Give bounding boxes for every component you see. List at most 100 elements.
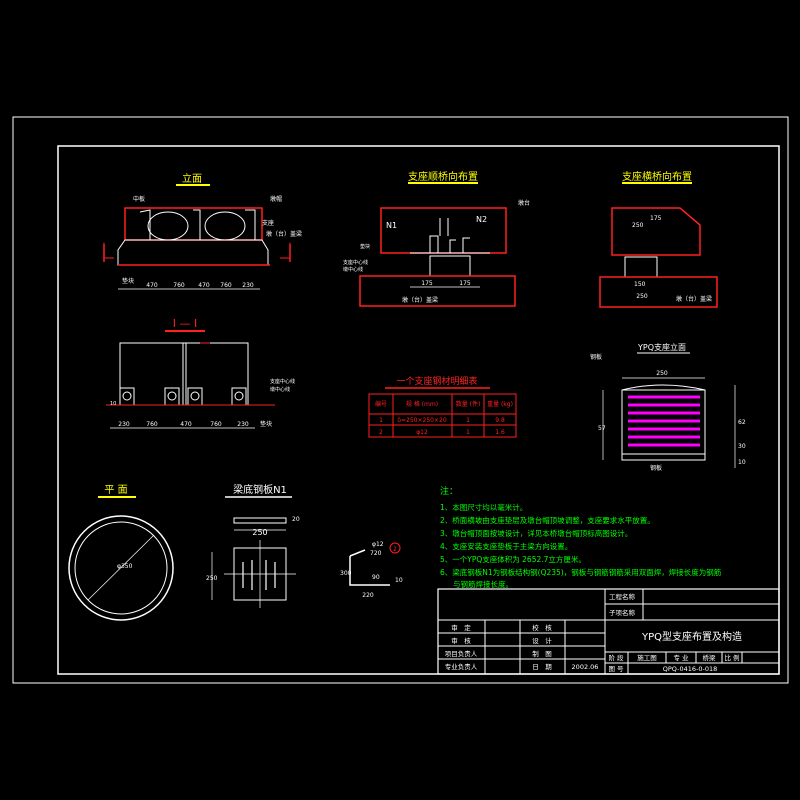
- section-label-b: 墩中心线: [270, 386, 290, 393]
- longitudinal-label-d: 垫块: [360, 243, 370, 250]
- elevation-dim-2: 470: [198, 282, 210, 289]
- section-title: I — I: [173, 317, 197, 330]
- project-label: 工程名称: [609, 592, 636, 601]
- tb-right-header-3: 桥梁: [703, 653, 717, 662]
- drawing-number-label: 图 号: [608, 665, 624, 673]
- section-label-c: 垫块: [260, 420, 272, 428]
- drawing-title: YPQ型支座布置及构造: [641, 630, 742, 643]
- elevation-label-b: 墩帽: [270, 195, 282, 203]
- tb-left-0-1: 校 核: [532, 623, 552, 632]
- table-cell-0-2: 1: [466, 417, 470, 424]
- rebar-title: 梁底钢板N1: [233, 483, 287, 496]
- longitudinal-dim-1: 175: [459, 280, 471, 287]
- table-cell-1-3: 1.6: [495, 429, 505, 436]
- note-7: 与钢筋焊接长度。: [453, 579, 513, 589]
- hook-s: 90: [372, 574, 380, 581]
- ypq-bottom-label: 钢板: [650, 464, 662, 472]
- table-cell-0-3: 9.8: [495, 417, 505, 424]
- n2-label: N2: [476, 215, 487, 224]
- longitudinal-label-c: 墩（台）盖梁: [402, 296, 438, 304]
- inner-frame: [57, 145, 780, 675]
- hook-d: φ12: [372, 541, 384, 548]
- title-block-text: 工程名称 子项名称 YPQ型支座布置及构造 审 定 校 核 审 核 设 计 项目…: [445, 592, 742, 673]
- ypq-right-dim-0: 62: [738, 419, 746, 426]
- rebar-side: 20: [292, 516, 300, 523]
- hook-t: 10: [395, 577, 403, 584]
- transverse-view: 支座横桥向布置 250 175 150 250 墩（台）盖梁: [599, 170, 718, 308]
- elevation-title: 立面: [182, 172, 202, 185]
- n1-label: N1: [386, 221, 397, 230]
- ypq-title: YPQ支座立面: [637, 342, 686, 352]
- section-dim-1: 760: [146, 421, 158, 428]
- note-3: 3、墩台帽顶面按坡设计，详见本桥墩台帽顶标高图设计。: [440, 528, 632, 538]
- hook-h: 300: [340, 570, 352, 577]
- longitudinal-dim-0: 175: [421, 280, 433, 287]
- table-cell-0-0: 1: [379, 417, 383, 424]
- section-dim-4: 230: [237, 421, 249, 428]
- rebar-dim: 250: [252, 528, 267, 537]
- elevation-dim-4: 230: [242, 282, 254, 289]
- elevation-label-e: 垫块: [122, 277, 134, 285]
- ypq-top-label: 钢板: [590, 353, 602, 361]
- table-cell-1-2: 1: [466, 429, 470, 436]
- note-2: 2、桥面横坡由支座垫层及墩台帽顶坡调整，支座要求水平放置。: [440, 515, 655, 525]
- table-cell-0-1: δ=250×250×20: [397, 417, 446, 424]
- hook-len: 720: [370, 550, 382, 557]
- hook-bar: φ12 720 2 300 90 10 220: [340, 541, 403, 599]
- plan-view: 平 面 φ350: [68, 485, 174, 621]
- note-6: 6、梁底钢板N1为钢板结构钢(Q235)，钢板与钢筋钢筋采用双面焊，焊接长度为钢…: [440, 567, 722, 577]
- transverse-title: 支座横桥向布置: [622, 170, 692, 183]
- plan-dim: φ350: [117, 563, 133, 570]
- ypq-dim-top: 250: [656, 370, 668, 377]
- table-title: 一个支座钢材明细表: [396, 375, 477, 387]
- elevation-dim-3: 760: [220, 282, 232, 289]
- section-label-a: 支座中心线: [270, 378, 295, 385]
- rebar-plate-view: 梁底钢板N1 20 250 250: [206, 483, 300, 608]
- tb-right-header-0: 阶 段: [608, 653, 624, 662]
- hook-mark: 2: [393, 546, 397, 553]
- note-1: 1、本图尺寸均以毫米计。: [440, 502, 527, 512]
- notes-title: 注：: [440, 485, 458, 497]
- longitudinal-label-b: 墩中心线: [343, 266, 363, 273]
- rebar-height: 250: [206, 575, 218, 582]
- outer-frame: [12, 116, 789, 684]
- table-cell-1-0: 2: [379, 429, 383, 436]
- ypq-right-dim-2: 10: [738, 459, 746, 466]
- title-block: [437, 588, 780, 675]
- drawing-number: QPQ-0416-0-018: [663, 665, 717, 673]
- elevation-dim-0: 470: [146, 282, 158, 289]
- note-4: 4、支座安装支座垫板于主梁方向设置。: [440, 541, 572, 551]
- transverse-label: 墩（台）盖梁: [676, 295, 712, 303]
- table-header-0: 编号: [375, 400, 387, 408]
- longitudinal-view: 支座顺桥向布置 N1 N2 墩台 支座中心线 墩中心线 墩（台）盖梁 垫块 17…: [343, 170, 530, 307]
- longitudinal-title: 支座顺桥向布置: [408, 170, 478, 183]
- table-header-2: 数量 (件): [456, 400, 481, 408]
- table-header-3: 重量 (kg): [487, 400, 513, 408]
- tb-left-1-1: 设 计: [532, 636, 552, 645]
- tb-left-2-1: 制 图: [532, 649, 552, 658]
- elevation-label-c: 支座: [262, 219, 274, 227]
- elevation-label-d: 墩（台）盖梁: [266, 230, 302, 238]
- section-dim-2: 470: [180, 421, 192, 428]
- hook-w: 220: [362, 592, 374, 599]
- table-header-1: 规 格 (mm): [406, 400, 438, 408]
- ypq-right-dim-1: 30: [738, 443, 746, 450]
- section-mark-left: I: [103, 242, 106, 252]
- subproject-label: 子项名称: [609, 608, 636, 617]
- section-dim-3: 760: [210, 421, 222, 428]
- elevation-view: 立面 I I 中板 墩帽 支座 墩（台）盖梁 垫块 470 760 470 76…: [103, 172, 302, 290]
- tb-right-header-1: 施工图: [637, 653, 657, 662]
- notes: 注： 1、本图尺寸均以毫米计。 2、桥面横坡由支座垫层及墩台帽顶坡调整，支座要求…: [440, 485, 722, 589]
- tb-left-2-0: 项目负责人: [445, 649, 478, 658]
- tb-right-header-4: 比 例: [724, 653, 739, 662]
- table-cell-1-1: φ12: [416, 429, 428, 436]
- ypq-side-left: 57: [598, 425, 606, 432]
- tb-date: 2002.06: [572, 663, 599, 671]
- elevation-dim-1: 760: [173, 282, 185, 289]
- tb-right-header-2: 专 业: [673, 653, 689, 662]
- tb-left-0-0: 审 定: [451, 623, 471, 632]
- transverse-dim-2: 150: [634, 281, 646, 288]
- note-5: 5、一个YPQ支座体积为 2652.7立方厘米。: [440, 554, 586, 564]
- steel-table: 一个支座钢材明细表 编号 规 格 (mm) 数量 (件) 重量 (kg) 1 δ…: [368, 375, 517, 438]
